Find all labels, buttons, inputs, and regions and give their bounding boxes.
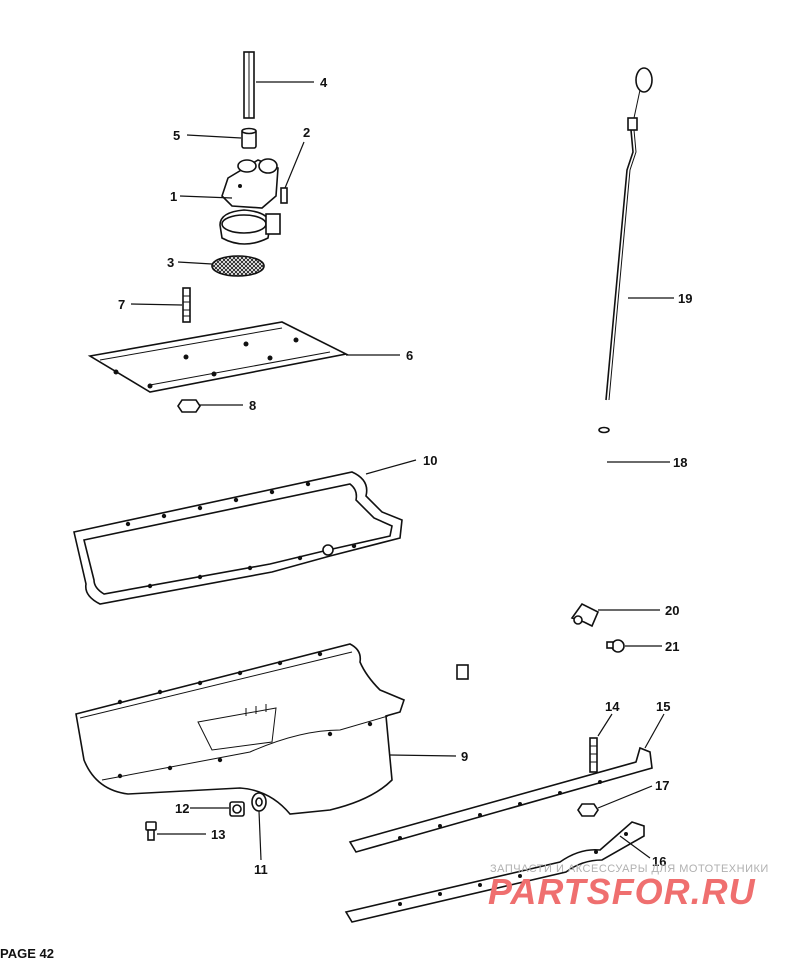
callout-9: 9 xyxy=(461,749,468,764)
part-drain-plug xyxy=(229,801,245,817)
callout-13: 13 xyxy=(211,827,225,842)
part-nut-17 xyxy=(577,803,599,817)
part-sleeve xyxy=(241,127,257,149)
callout-20: 20 xyxy=(665,603,679,618)
leader-lines xyxy=(130,81,674,861)
part-stud xyxy=(182,287,191,323)
watermark-brand: PARTSFOR.RU xyxy=(488,871,756,912)
callout-10: 10 xyxy=(423,453,437,468)
part-windage-tray xyxy=(87,321,349,393)
watermark-tagline: ЗАПЧАСТИ И АКСЕССУАРЫ ДЛЯ МОТОТЕХНИКИ xyxy=(490,863,769,875)
callout-14: 14 xyxy=(605,699,620,714)
callout-1: 1 xyxy=(170,189,177,204)
callout-7: 7 xyxy=(118,297,125,312)
callout-12: 12 xyxy=(175,801,189,816)
part-bolt xyxy=(606,639,625,653)
part-screw xyxy=(145,821,157,841)
part-oil-pan xyxy=(75,643,405,815)
callout-16: 16 xyxy=(652,854,666,869)
callout-18: 18 xyxy=(673,455,687,470)
part-rail xyxy=(348,746,653,853)
page-number: PAGE 42 xyxy=(0,946,54,958)
part-pickup-tube xyxy=(243,51,255,119)
part-dipstick xyxy=(605,67,653,401)
callout-8: 8 xyxy=(249,398,256,413)
part-pin xyxy=(280,187,288,204)
part-pan-gasket xyxy=(73,471,403,605)
part-screen xyxy=(211,255,265,277)
callout-6: 6 xyxy=(406,348,413,363)
part-oil-pump xyxy=(219,158,281,245)
callout-17: 17 xyxy=(655,778,669,793)
callout-labels: 4 5 2 1 3 7 6 8 10 19 18 20 21 9 12 13 1… xyxy=(118,75,692,877)
callout-19: 19 xyxy=(678,291,692,306)
part-rail-16 xyxy=(344,821,645,923)
callout-4: 4 xyxy=(320,75,328,90)
callout-11: 11 xyxy=(254,862,268,877)
part-clip xyxy=(570,602,600,628)
part-nut xyxy=(177,399,201,413)
callout-21: 21 xyxy=(665,639,679,654)
part-stud-14 xyxy=(589,737,598,773)
part-washer xyxy=(251,792,267,812)
callout-3: 3 xyxy=(167,255,174,270)
callout-5: 5 xyxy=(173,128,180,143)
callout-2: 2 xyxy=(303,125,310,140)
part-dipstick-tube xyxy=(456,426,610,680)
watermark: ЗАПЧАСТИ И АКСЕССУАРЫ ДЛЯ МОТОТЕХНИКИ PA… xyxy=(488,863,769,912)
callout-15: 15 xyxy=(656,699,670,714)
